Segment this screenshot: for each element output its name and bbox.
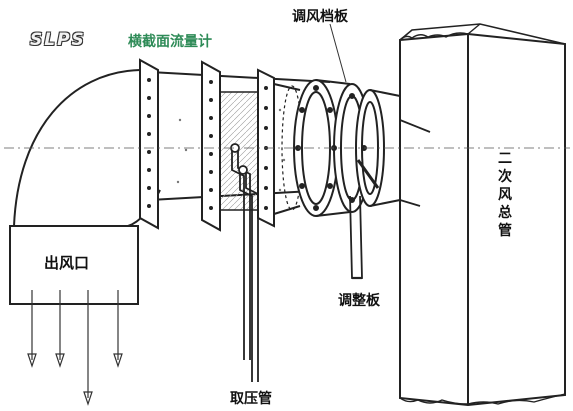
label-main-duct: 二次风总管 [498, 151, 512, 239]
label-pressure-tube: 取压管 [230, 391, 272, 407]
diagram-subtitle: 横截面流量计 [128, 34, 212, 50]
brand-logo: SLPS [30, 30, 86, 50]
damper-leader-line [329, 23, 347, 83]
main-duct [399, 23, 566, 407]
duct-inlet [399, 119, 431, 207]
outlet-arrows [27, 290, 123, 406]
flange-right [201, 60, 221, 232]
label-adjust-plate: 调整板 [338, 293, 380, 309]
duct-detail-dots [176, 108, 286, 192]
flange-left [139, 58, 159, 230]
outlet-box [9, 225, 139, 305]
adjust-plate-rod [349, 195, 363, 280]
label-damper: 调风档板 [292, 9, 348, 25]
label-outlet: 出风口 [44, 254, 90, 272]
